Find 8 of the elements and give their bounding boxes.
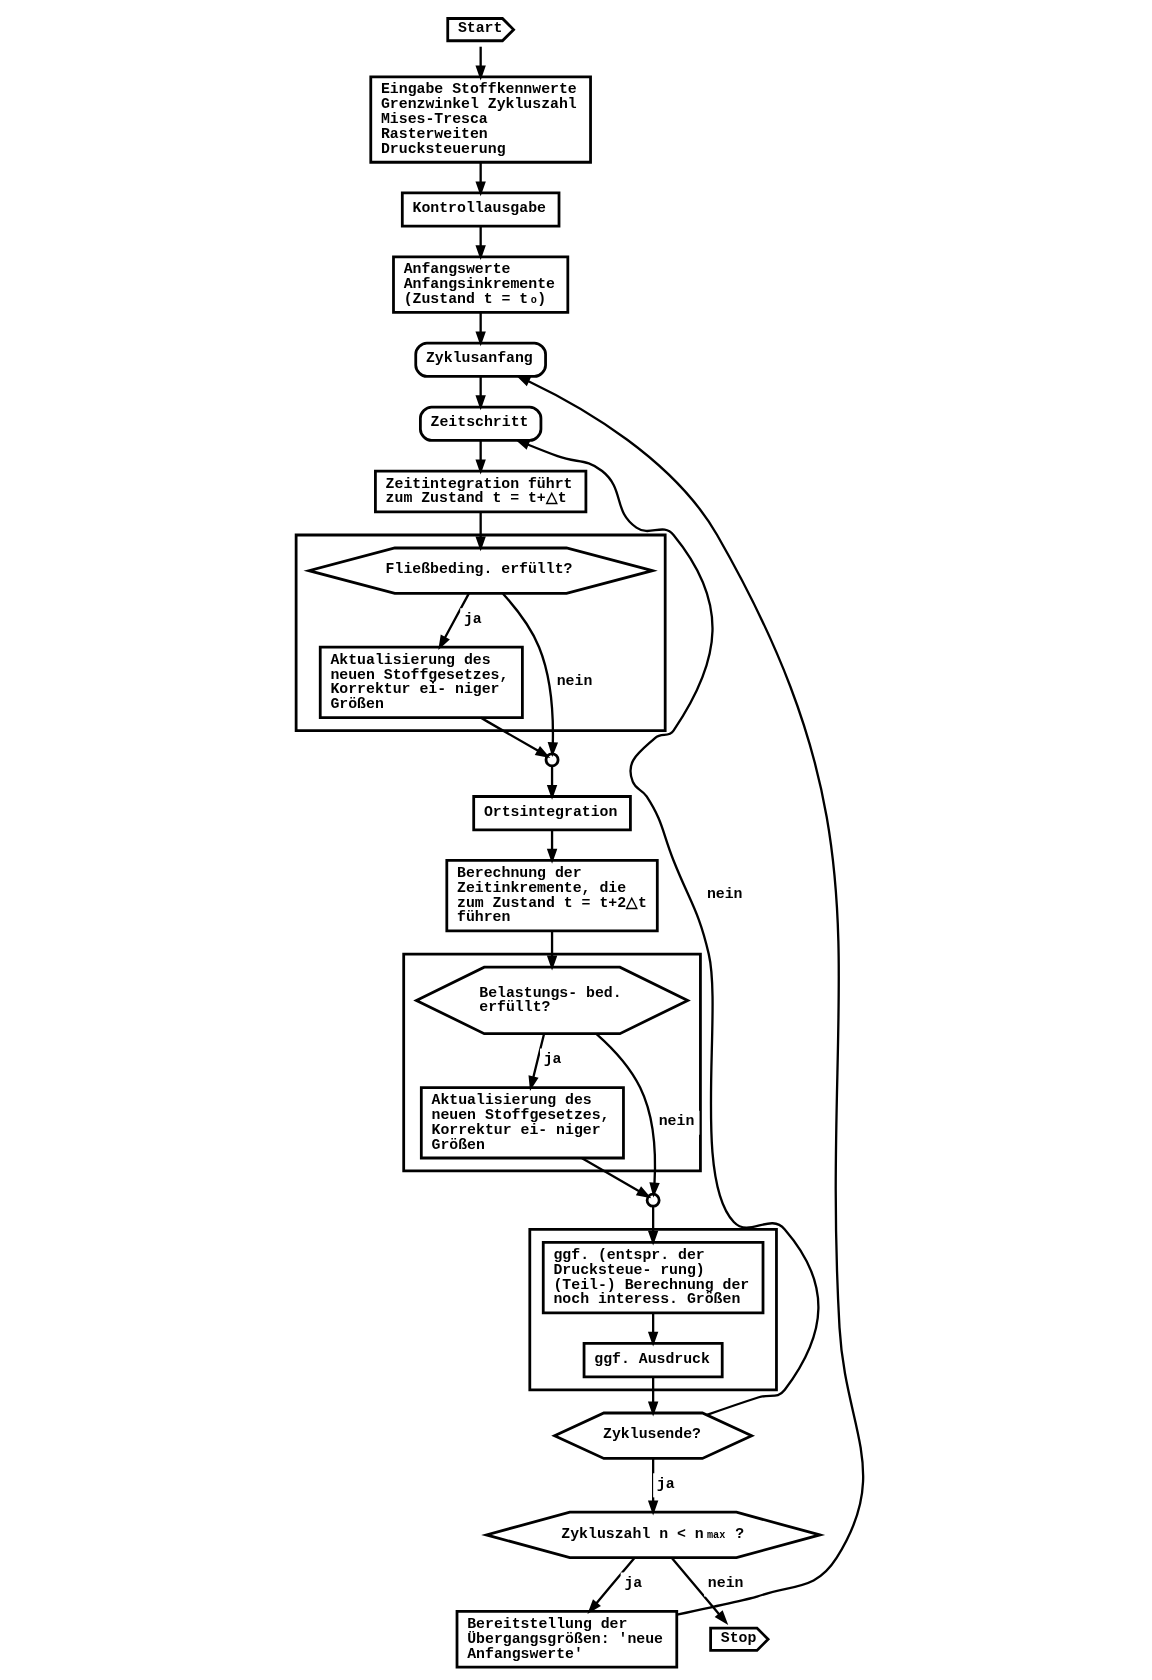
edge-label: nein [706,886,743,903]
edge-label: ja [543,1051,562,1068]
edge-label: ja [463,610,482,627]
edge-label: ja [624,1575,643,1592]
edge-label: ja [656,1475,675,1492]
edge-label: nein [556,673,593,690]
edge-label: nein [707,1575,744,1592]
edge-label: nein [658,1113,695,1130]
